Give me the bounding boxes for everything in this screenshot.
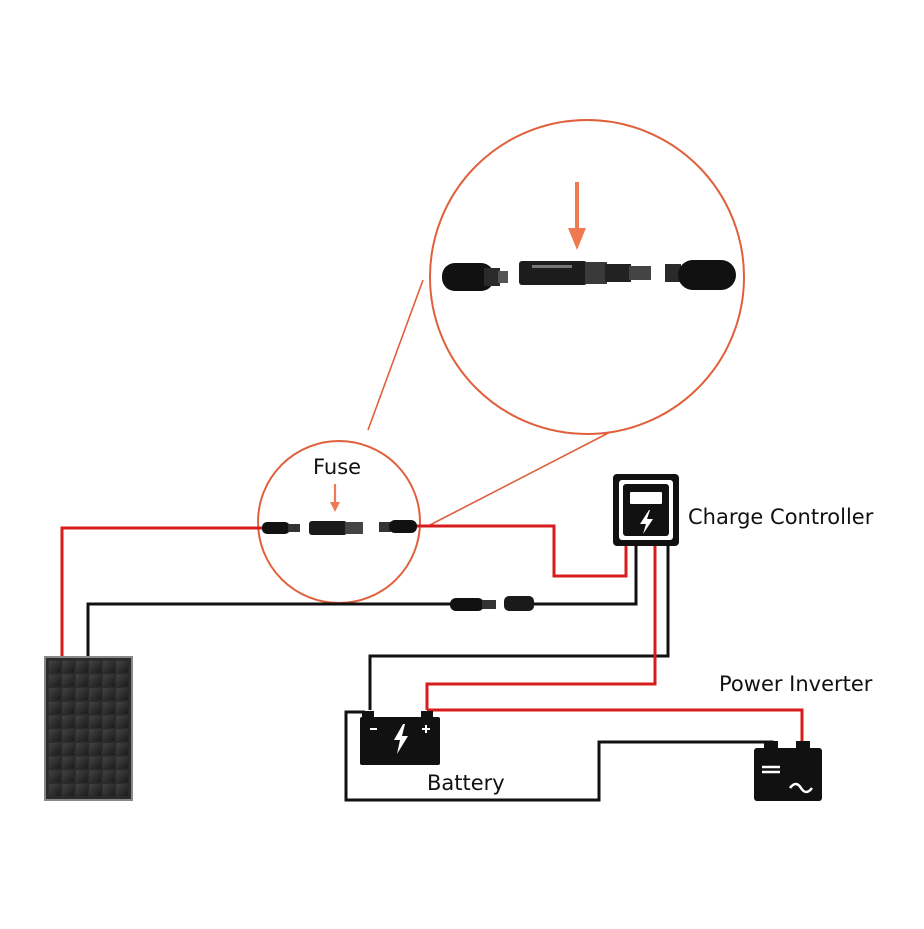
lightning-bolt-icon <box>640 510 653 534</box>
zoom-line-upper <box>367 279 424 431</box>
charge-controller-label: Charge Controller <box>688 505 874 529</box>
solar-cell <box>62 743 75 756</box>
solar-cell <box>89 770 102 783</box>
solar-cell <box>75 688 88 701</box>
wiring <box>60 524 804 802</box>
solar-cell <box>62 715 75 728</box>
solar-cell <box>48 715 61 728</box>
solar-cell <box>102 784 115 797</box>
solar-cell <box>89 784 102 797</box>
fuse-arrow-small <box>330 484 340 512</box>
fuse-arrow-large <box>568 182 586 250</box>
power-inverter-label: Power Inverter <box>719 672 873 696</box>
solar-cell <box>48 770 61 783</box>
solar-cell <box>102 715 115 728</box>
solar-cell <box>62 674 75 687</box>
charge-controller <box>613 474 679 546</box>
solar-cell <box>89 688 102 701</box>
solar-cell <box>89 715 102 728</box>
fuse-label: Fuse <box>313 455 362 479</box>
lightning-bolt-icon <box>394 724 408 754</box>
solar-cell <box>75 660 88 673</box>
solar-cell <box>48 729 61 742</box>
zoom-line-lower <box>427 427 619 527</box>
solar-cell <box>116 660 129 673</box>
wire-panel-negative <box>86 602 452 660</box>
fuse-assembly-small <box>262 520 417 535</box>
solar-cell <box>62 660 75 673</box>
solar-cell <box>116 674 129 687</box>
solar-cell <box>75 701 88 714</box>
solar-cell <box>75 770 88 783</box>
solar-cell <box>89 701 102 714</box>
solar-cell <box>75 756 88 769</box>
wire-battery-inverter-positive <box>427 708 804 745</box>
solar-cell <box>116 770 129 783</box>
solar-cell <box>102 729 115 742</box>
solar-panel-cells <box>48 660 129 797</box>
solar-cell <box>102 756 115 769</box>
solar-cell <box>48 743 61 756</box>
solar-cell <box>116 729 129 742</box>
solar-cell <box>116 688 129 701</box>
solar-cell <box>75 674 88 687</box>
solar-cell <box>62 756 75 769</box>
solar-cell <box>116 784 129 797</box>
solar-cell <box>102 660 115 673</box>
solar-cell <box>89 674 102 687</box>
solar-cell <box>48 660 61 673</box>
solar-cell <box>62 688 75 701</box>
solar-cell <box>102 770 115 783</box>
battery <box>360 711 440 765</box>
solar-cell <box>62 770 75 783</box>
solar-cell <box>102 688 115 701</box>
negative-connector <box>450 596 534 611</box>
wire-controller-battery-positive <box>425 544 657 710</box>
battery-label: Battery <box>427 771 505 795</box>
solar-cell <box>89 756 102 769</box>
wire-controller-battery-negative <box>368 544 670 710</box>
solar-cell <box>102 674 115 687</box>
solar-cell <box>48 784 61 797</box>
solar-cell <box>116 701 129 714</box>
solar-cell <box>75 784 88 797</box>
wire-connector-to-controller <box>532 544 638 606</box>
solar-cell <box>116 715 129 728</box>
fuse-assembly-large <box>442 260 736 291</box>
solar-cell <box>48 701 61 714</box>
solar-cell <box>48 674 61 687</box>
solar-cell <box>116 743 129 756</box>
solar-cell <box>48 756 61 769</box>
solar-cell <box>62 729 75 742</box>
solar-cell <box>102 701 115 714</box>
solar-cell <box>116 756 129 769</box>
wire-fuse-to-controller <box>416 524 628 578</box>
power-inverter <box>754 741 822 801</box>
solar-cell <box>75 715 88 728</box>
solar-cell <box>62 701 75 714</box>
solar-panel <box>44 656 133 801</box>
solar-cell <box>102 743 115 756</box>
solar-cell <box>89 743 102 756</box>
solar-cell <box>75 729 88 742</box>
solar-cell <box>62 784 75 797</box>
wire-panel-positive <box>60 526 270 660</box>
solar-cell <box>89 660 102 673</box>
solar-cell <box>89 729 102 742</box>
ac-wave-icon <box>789 782 813 794</box>
solar-cell <box>48 688 61 701</box>
solar-cell <box>75 743 88 756</box>
